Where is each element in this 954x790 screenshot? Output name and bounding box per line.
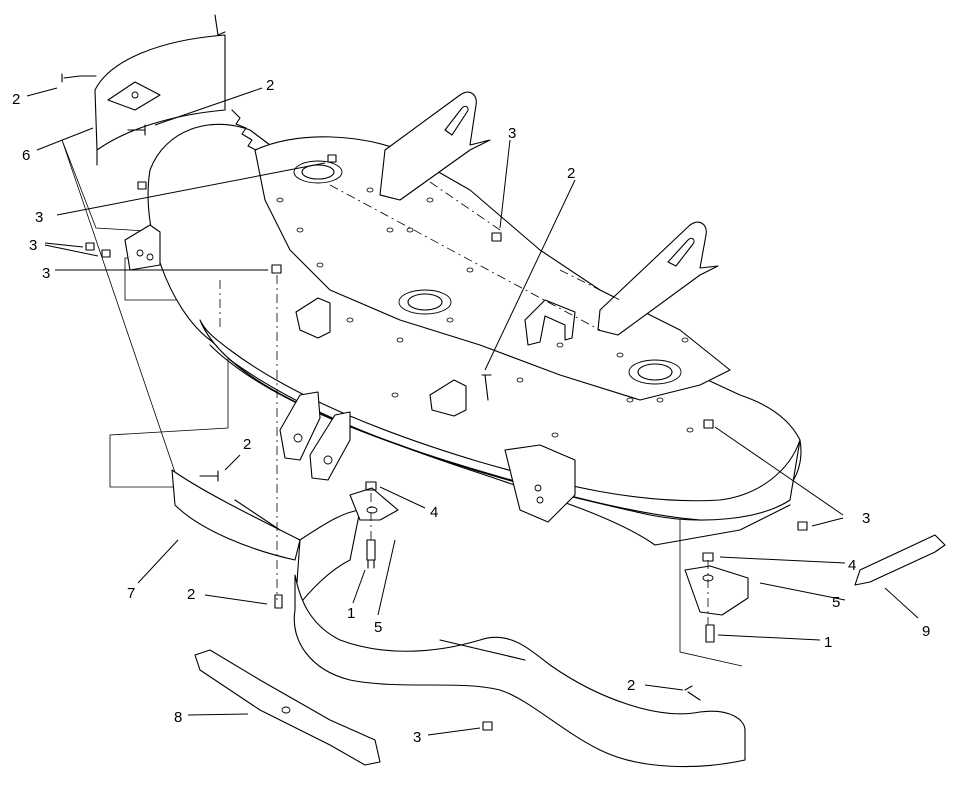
callout-2: 2 <box>627 677 635 694</box>
blade-housing <box>171 469 746 768</box>
callout-8: 8 <box>174 709 182 726</box>
cutting-blade-9 <box>854 534 946 586</box>
callout-3: 3 <box>508 125 516 142</box>
callout-2: 2 <box>187 586 195 603</box>
callout-3: 3 <box>42 265 50 282</box>
callout-2: 2 <box>266 77 274 94</box>
callout-1: 1 <box>824 634 832 651</box>
cutting-blade-8 <box>194 649 381 766</box>
callout-5: 5 <box>832 594 840 611</box>
callout-3: 3 <box>29 237 37 254</box>
callout-9: 9 <box>922 623 930 640</box>
hardware <box>61 73 808 731</box>
callout-1: 1 <box>347 605 355 622</box>
callout-4: 4 <box>430 504 438 521</box>
leader-lines <box>26 87 919 736</box>
callout-3: 3 <box>862 510 870 527</box>
callout-4: 4 <box>848 557 856 574</box>
spindle-adapters <box>349 487 749 616</box>
callout-labels: 2 2 6 3 3 3 3 2 2 4 3 7 2 1 5 4 5 9 1 2 … <box>12 77 930 746</box>
callout-2: 2 <box>243 436 251 453</box>
callout-7: 7 <box>127 585 135 602</box>
callout-3: 3 <box>35 209 43 226</box>
callout-3: 3 <box>413 729 421 746</box>
discharge-deflector <box>94 14 226 271</box>
mower-deck <box>147 91 802 546</box>
callout-2: 2 <box>12 91 20 108</box>
callout-6: 6 <box>22 147 30 164</box>
callout-2: 2 <box>567 165 575 182</box>
callout-5: 5 <box>374 619 382 636</box>
